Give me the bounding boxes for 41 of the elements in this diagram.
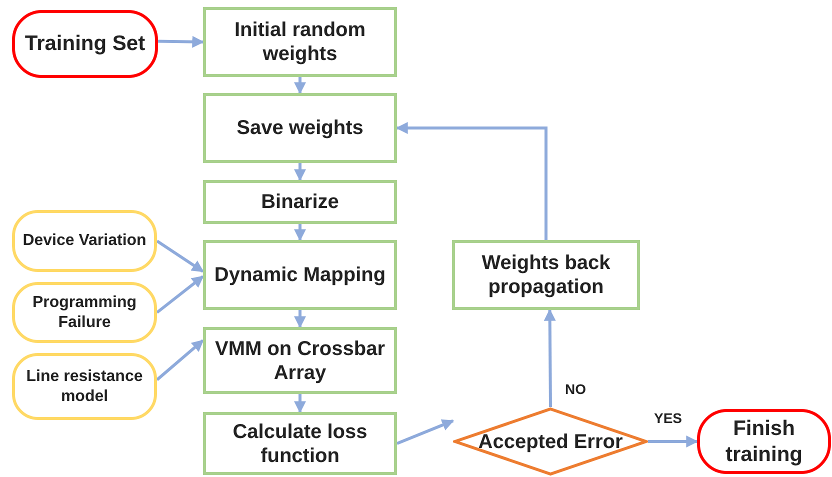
node-label: Training Set — [24, 31, 146, 57]
node-label: Weights back propagation — [480, 251, 612, 299]
node-label: Device Variation — [22, 231, 146, 251]
end-box — [697, 409, 831, 474]
node-label: Dynamic Mapping — [214, 263, 386, 287]
process-box — [203, 93, 397, 163]
arrow — [156, 339, 204, 381]
arrow — [294, 310, 306, 328]
arrow — [158, 36, 204, 48]
node-label: Initial random weights — [233, 18, 367, 66]
arrow — [156, 240, 204, 273]
node-label: Binarize — [261, 190, 339, 214]
edge-label: NO — [563, 381, 588, 397]
input-box — [12, 210, 157, 272]
arrow — [294, 394, 306, 414]
start-box — [12, 10, 158, 78]
node-label: Finish training — [724, 416, 804, 467]
decision-diamond — [453, 407, 648, 476]
process-box — [203, 327, 397, 394]
process-box — [203, 412, 397, 475]
input-box — [12, 282, 157, 343]
process-box — [452, 240, 640, 310]
input-box — [12, 353, 157, 420]
arrow — [396, 122, 548, 240]
process-box — [203, 240, 397, 310]
arrow — [294, 77, 306, 94]
process-box — [203, 180, 397, 224]
arrow — [648, 436, 698, 448]
node-label: Accepted Error — [478, 430, 623, 454]
node-label: Programming Failure — [31, 293, 138, 332]
node-label: Calculate loss function — [232, 420, 368, 468]
arrow — [396, 419, 454, 445]
arrow — [294, 163, 306, 182]
arrow — [156, 275, 204, 314]
node-label: Save weights — [236, 116, 364, 140]
arrow — [544, 308, 556, 408]
process-box — [203, 7, 397, 77]
edge-label: YES — [652, 410, 684, 426]
node-label: Line resistance model — [25, 367, 144, 406]
node-label: VMM on Crossbar Array — [214, 336, 386, 384]
arrow — [294, 224, 306, 242]
